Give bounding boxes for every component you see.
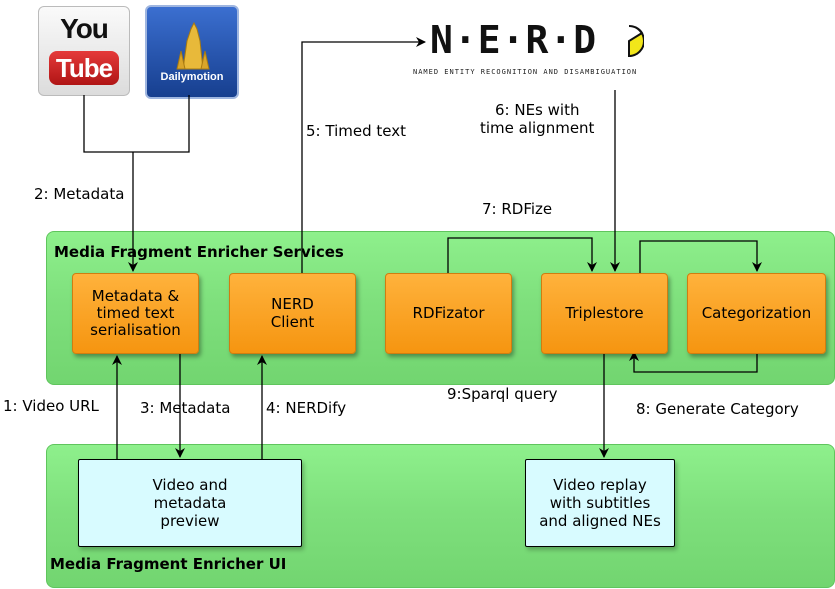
nerd-logo-subtitle: Named Entity Recognition and Disambiguat… — [413, 68, 638, 76]
youtube-logo-you: You — [60, 13, 109, 44]
label-video-url-1: 1: Video URL — [3, 397, 99, 415]
dailymotion-tower-icon — [176, 21, 210, 70]
nerd-pacman-icon — [628, 24, 644, 58]
triplestore-box: Triplestore — [541, 273, 668, 354]
label-nerdify-4: 4: NERDify — [266, 399, 347, 417]
arrow-rdfize-7 — [447, 237, 597, 273]
youtube-logo-tube: Tube — [49, 51, 119, 85]
youtube-logo: You Tube — [38, 6, 130, 96]
dailymotion-logo-text: Dailymotion — [160, 71, 224, 83]
label-metadata-3: 3: Metadata — [140, 399, 231, 417]
arrow-timed-text-5 — [301, 37, 426, 273]
categorization-box: Categorization — [687, 273, 826, 354]
arrow-youtube-line — [83, 95, 190, 153]
label-generate-8: 8: Generate Category — [636, 400, 799, 418]
video-preview-box: Video and metadata preview — [78, 459, 302, 547]
rdfizator-box: RDFizator — [385, 273, 512, 354]
nerd-client-box: NERD Client — [229, 273, 356, 354]
label-rdfize-7: 7: RDFize — [482, 200, 553, 218]
video-replay-box: Video replay with subtitles and aligned … — [525, 459, 675, 547]
metadata-serialisation-box: Metadata & timed text serialisation — [72, 273, 199, 354]
services-panel-title: Media Fragment Enricher Services — [54, 243, 344, 261]
label-timed-text-5: 5: Timed text — [306, 122, 406, 140]
arrow-to-categorization — [639, 240, 762, 273]
nerd-logo-title: N·E·R·D — [430, 18, 598, 62]
arrow-generate-8 — [629, 351, 758, 373]
ui-panel-title: Media Fragment Enricher UI — [50, 555, 287, 573]
label-nes-6: 6: NEs with time alignment — [480, 101, 595, 137]
dailymotion-logo: Dailymotion — [145, 5, 239, 99]
label-sparql-9: 9:Sparql query — [447, 385, 558, 403]
label-metadata-2: 2: Metadata — [34, 185, 125, 203]
